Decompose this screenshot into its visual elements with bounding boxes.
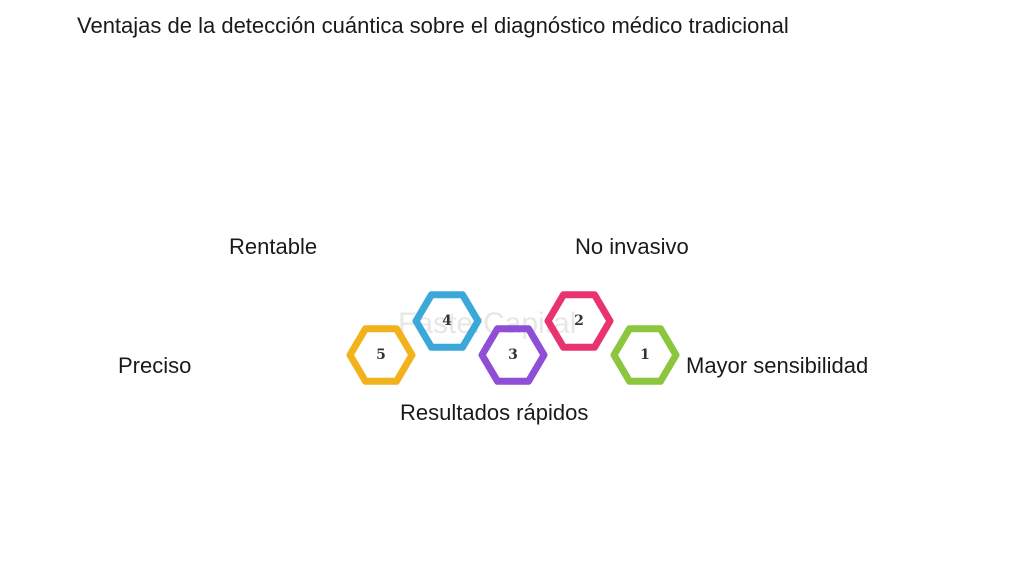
hexagon-4-shape (412, 291, 482, 351)
label-resultados-rapidos: Resultados rápidos (400, 400, 589, 425)
hexagon-3: 3 (478, 325, 548, 385)
label-no-invasivo: No invasivo (575, 234, 689, 259)
hexagon-5: 5 (346, 325, 416, 385)
label-mayor-sensibilidad: Mayor sensibilidad (686, 353, 869, 378)
diagram-title: Ventajas de la detección cuántica sobre … (77, 13, 789, 38)
hexagon-1-shape (610, 325, 680, 385)
hexagon-5-number: 5 (376, 347, 386, 363)
hexagon-1: 1 (610, 325, 680, 385)
hexagon-3-shape (478, 325, 548, 385)
label-rentable: Rentable (229, 234, 318, 259)
hexagon-1-number: 1 (640, 347, 650, 363)
hexagon-2: 2 (544, 291, 614, 351)
label-preciso: Preciso (118, 353, 192, 378)
hexagon-3-number: 3 (508, 347, 518, 363)
hexagon-4-number: 4 (442, 313, 452, 329)
hexagon-2-shape (544, 291, 614, 351)
hexagon-4: 4 (412, 291, 482, 351)
hexagon-2-number: 2 (574, 313, 584, 329)
hexagon-5-shape (346, 325, 416, 385)
